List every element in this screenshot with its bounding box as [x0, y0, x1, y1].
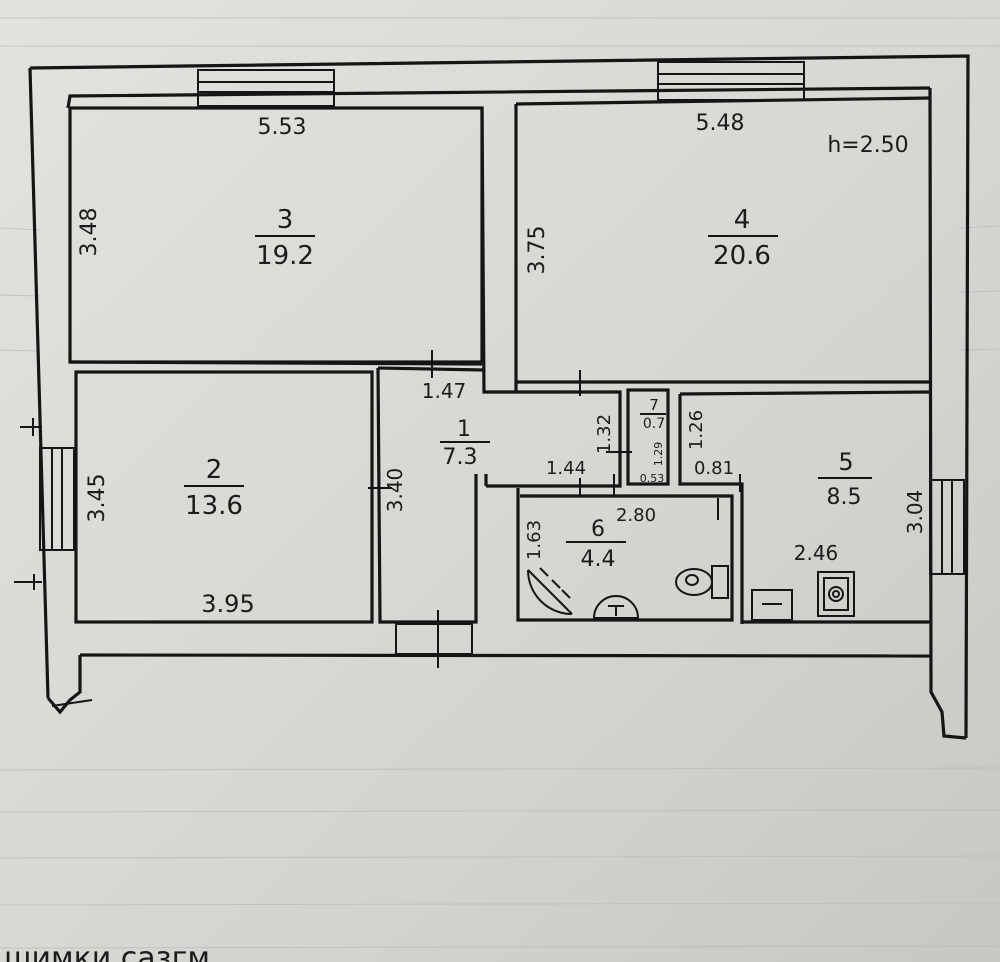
dim-bath-width: 2.80: [616, 505, 656, 526]
room-2-label: 2 13.6: [184, 455, 244, 521]
dim-corridor-width: 1.47: [422, 379, 467, 403]
room-5-label: 5 8.5: [818, 448, 872, 510]
dimension-ticks: [14, 350, 741, 707]
bath-fixtures: [527, 565, 729, 619]
sink-icon: [592, 595, 640, 619]
dim-passage-height: 1.26: [686, 410, 707, 450]
room-area: 20.6: [713, 241, 771, 271]
room-number: 7: [649, 396, 659, 414]
dim-kitchen-height: 3.04: [903, 490, 927, 535]
room-number: 1: [457, 417, 471, 442]
room-area: 0.7: [643, 416, 665, 432]
dim-room4-width: 5.48: [696, 111, 745, 136]
room-3-label: 3 19.2: [255, 205, 315, 271]
room-number: 5: [838, 448, 853, 476]
interior-walls: [68, 96, 931, 655]
dim-hall-height: 1.32: [594, 414, 615, 454]
ceiling-height-label: h=2.50: [827, 133, 908, 158]
stove-icon: [817, 571, 855, 617]
room-area: 7.3: [443, 445, 478, 470]
room-4-label: 4 20.6: [708, 205, 778, 271]
window-left: [39, 447, 75, 551]
room-number: 6: [591, 517, 605, 542]
room-6-label: 6 4.4: [566, 517, 626, 572]
dim-kitchen-width: 2.46: [794, 541, 839, 565]
footer-handwriting: шимки сазгм: [4, 941, 210, 962]
room-area: 19.2: [256, 241, 314, 271]
counter-icon: [751, 589, 793, 621]
horizontal-dimensions: 5.53 5.48 1.47 3.95 1.44 2.80 0.81 2.46 …: [201, 111, 838, 618]
room-area: 8.5: [827, 485, 862, 510]
kitchen-fixtures: [751, 571, 855, 621]
dim-room2-height: 3.45: [85, 474, 110, 523]
dim-hall-width: 1.44: [546, 458, 586, 479]
dim-bath-height: 1.63: [524, 520, 545, 560]
paper-ruling: [0, 17, 1000, 949]
shower-arc-icon: [527, 569, 573, 615]
room-7-label: 7 0.7: [640, 396, 666, 432]
vertical-dimensions: 3.48 3.75 3.45 3.40 1.32 1.29 1.26 3.04 …: [77, 208, 927, 561]
room-area: 13.6: [185, 491, 243, 521]
toilet-icon: [675, 565, 729, 599]
dim-corridor-height: 3.40: [383, 468, 407, 513]
dim-room3-height: 3.48: [77, 208, 102, 257]
dim-room4-height: 3.75: [525, 226, 550, 275]
room-number: 4: [734, 205, 751, 235]
dim-closet-height: 1.29: [652, 442, 665, 467]
dim-closet-width: 0.53: [640, 472, 665, 485]
window-top-left: [197, 69, 335, 107]
dim-room2-width: 3.95: [201, 590, 254, 618]
room-area: 4.4: [581, 547, 616, 572]
dim-passage-width: 0.81: [694, 458, 734, 479]
room-1-label: 1 7.3: [440, 417, 490, 470]
room-number: 2: [206, 455, 223, 485]
room-number: 3: [277, 205, 294, 235]
dim-room3-width: 5.53: [258, 115, 307, 140]
window-right: [929, 479, 965, 575]
